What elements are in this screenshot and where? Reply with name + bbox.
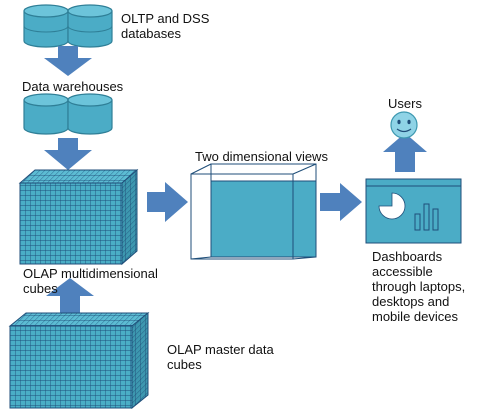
arrow-up	[46, 278, 94, 317]
arrow-down	[44, 138, 92, 170]
database-cylinder-icon	[67, 93, 113, 135]
master-data-cube-icon	[8, 311, 150, 409]
smiley-face-icon	[390, 111, 418, 139]
databases-label: OLTP and DSS databases	[121, 11, 210, 41]
data-warehouses-label: Data warehouses	[22, 79, 124, 94]
database-cylinder-icon	[67, 4, 113, 48]
arrow-down	[44, 46, 92, 76]
bar-chart-icon	[414, 203, 439, 231]
arrow-right	[147, 182, 188, 222]
two-dimensional-views-label: Two dimensional views	[195, 149, 328, 164]
arrow-up	[383, 133, 427, 172]
olap-master-data-cubes-label: OLAP master data cubes	[167, 342, 274, 372]
database-cylinder-icon	[23, 4, 69, 48]
dashboards-label: Dashboards accessible through laptops, d…	[372, 249, 466, 324]
olap-cube-icon	[18, 168, 139, 266]
two-dimensional-view-icon	[190, 163, 317, 260]
arrow-right	[320, 183, 362, 221]
database-cylinder-icon	[23, 93, 69, 135]
olap-multidimensional-cubes-label: OLAP multidimensional cubes	[23, 266, 158, 296]
pie-chart-icon	[378, 192, 406, 220]
dashboard-icon	[365, 178, 462, 244]
users-label: Users	[388, 96, 422, 111]
